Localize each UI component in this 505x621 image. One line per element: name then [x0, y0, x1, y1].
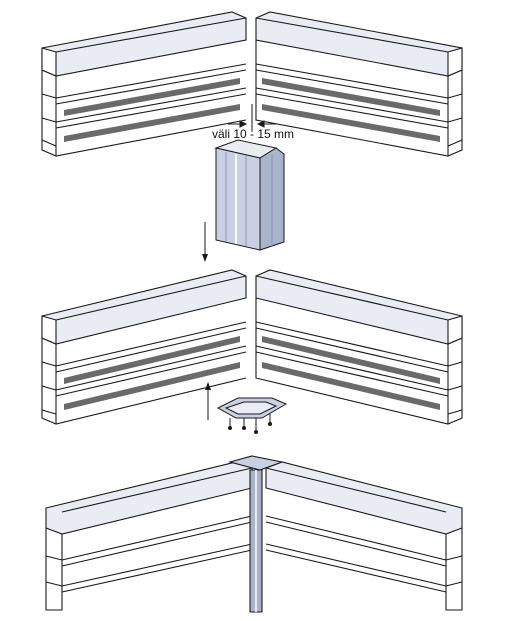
cap-arrow [205, 382, 211, 420]
internal-corner-connector [214, 139, 285, 251]
step3-finished-corner [45, 455, 463, 613]
step1-trunking-pair [41, 11, 463, 157]
step2-left-trunking [41, 269, 247, 425]
step2-trunking-pair [41, 269, 463, 425]
corner-cap-plate [216, 397, 288, 434]
step1-right-trunking [255, 11, 463, 157]
gap-dimension-label: väli 10 - 15 mm [212, 127, 295, 141]
step1-left-trunking [41, 11, 247, 157]
gap-dimension-arrows [228, 104, 276, 132]
step2-right-trunking [255, 269, 463, 425]
insert-arrow [202, 222, 208, 262]
